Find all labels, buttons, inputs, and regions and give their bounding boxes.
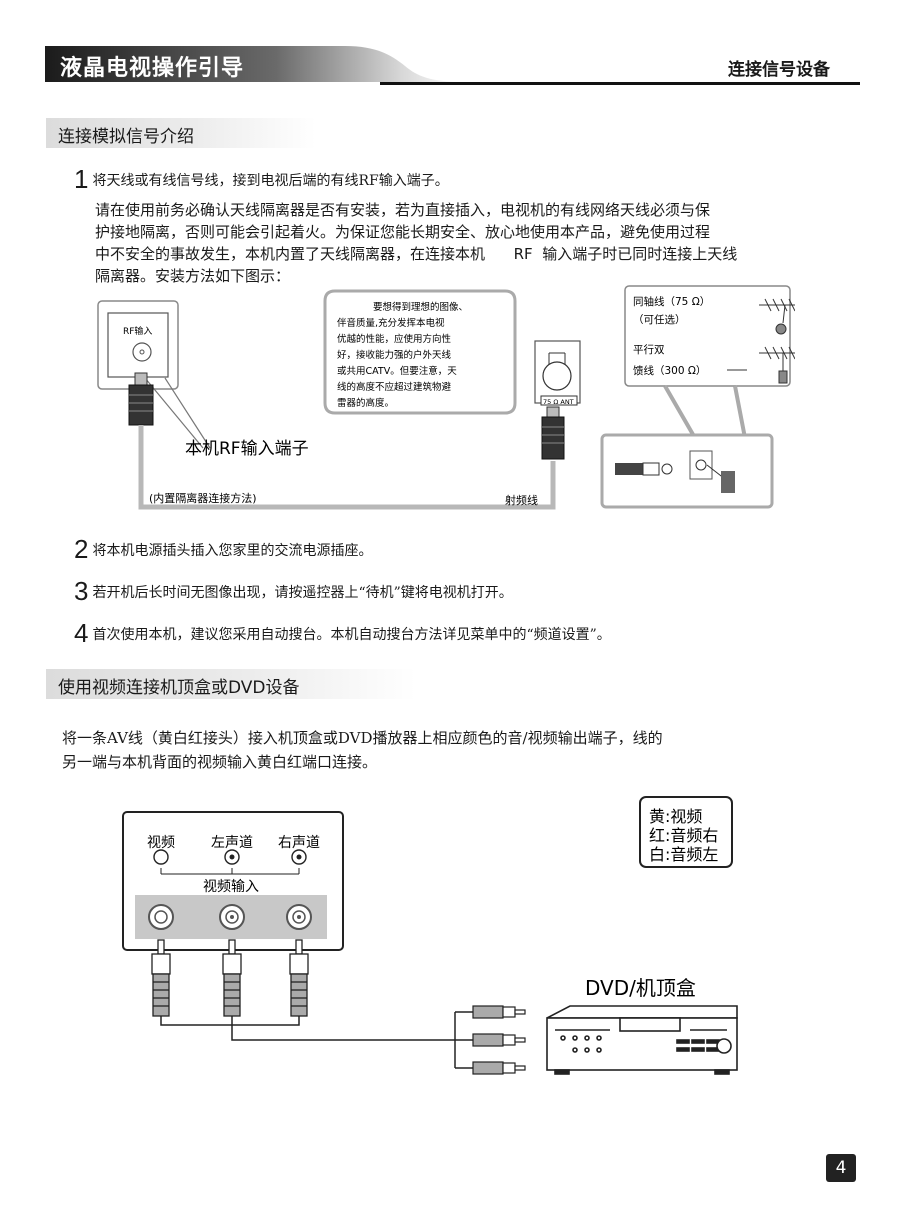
page-header-title: 液晶电视操作引导 — [60, 56, 245, 81]
antenna-wall-plate — [534, 340, 581, 404]
step-text: 若开机后长时间无图像出现，请按遥控器上“待机”键将电视机打开。 — [92, 585, 513, 601]
color-legend-box — [639, 796, 733, 868]
tip-line: 要想得到理想的图像、 — [373, 301, 468, 313]
step-text: 首次使用本机，建议您采用自动搜台。本机自动搜台方法详见菜单中的“频道设置”。 — [92, 627, 611, 643]
paragraph-line: 将一条AV线（黄白红接头）接入机顶盒或DVD播放器上相应颜色的音/视频输出端子，… — [62, 729, 663, 747]
antenna-icon — [759, 346, 795, 384]
antenna-icon — [759, 298, 795, 335]
header-rule — [380, 82, 860, 85]
step-text: 将天线或有线信号线，接到电视后端的有线RF输入端子。 — [92, 173, 449, 189]
section-title-text: 连接模拟信号介绍 — [58, 127, 194, 147]
rf-port-caption: 本机RF输入端子 — [185, 439, 309, 459]
left-audio-label: 左声道 — [211, 835, 253, 851]
rca-plug-icon — [289, 939, 309, 1017]
cable-caption: 射频线 — [505, 493, 538, 507]
builtin-isolator-caption: (内置隔离器连接方法) — [149, 491, 257, 505]
page-header-section: 连接信号设备 — [728, 60, 830, 80]
rf-cable — [138, 425, 556, 510]
tip-line: 好，接收能力强的户外天线 — [337, 349, 452, 361]
dvd-player-icon — [546, 1005, 738, 1075]
step-number: 3 — [74, 576, 89, 606]
coax-label: 同轴线（75 Ω） — [633, 295, 710, 308]
parallel-label: 平行双 — [633, 343, 665, 356]
header-banner — [45, 46, 465, 82]
adapter-icon — [721, 471, 735, 493]
rca-plug-icon — [151, 939, 171, 1017]
paragraph-line: 另一端与本机背面的视频输入黄白红端口连接。 — [62, 753, 378, 771]
connector-icon — [615, 463, 643, 475]
dvd-device-label: DVD/机顶盒 — [585, 976, 696, 1000]
legend-white: 白:音频左 — [649, 845, 718, 864]
tip-line: 优越的性能，应使用方向性 — [337, 333, 452, 345]
antenna-plug-icon — [541, 416, 565, 460]
rca-jack-icon — [219, 904, 245, 930]
tip-line: 或共用CATV。但要注意，天 — [337, 365, 457, 377]
page-number: 4 — [826, 1154, 856, 1182]
feeder-label: 馈线（300 Ω） — [633, 364, 706, 377]
tip-bubble — [323, 289, 517, 415]
optional-label: （可任选） — [633, 313, 686, 326]
section-title-text: 使用视频连接机顶盒或DVD设备 — [58, 678, 300, 698]
rca-jack-icon — [148, 904, 174, 930]
ant-plate-label: 75 Ω ANT — [543, 398, 574, 406]
video-port-label: 视频 — [147, 835, 175, 851]
rca-jack-icon — [286, 904, 312, 930]
av-paragraph: 将一条AV线（黄白红接头）接入机顶盒或DVD播放器上相应颜色的音/视频输出端子，… — [62, 726, 663, 774]
paragraph-line: 请在使用前务必确认天线隔离器是否有安装，若为直接插入，电视机的有线网络天线必须与… — [95, 201, 711, 219]
wall-socket-icon — [689, 450, 713, 480]
paragraph-line: 护接地隔离，否则可能会引起着火。为保证您能长期安全、放心地使用本产品，避免使用过… — [95, 223, 711, 241]
paragraph-line: 中不安全的事故发生，本机内置了天线隔离器，在连接本机 RF 输入端子时已同时连接… — [95, 245, 738, 263]
rca-plug-icon — [222, 939, 242, 1017]
rca-plug-icon — [472, 1005, 526, 1019]
step-number: 2 — [74, 534, 89, 564]
tip-line: 线的高度不应超过建筑物避 — [337, 381, 452, 393]
tip-line: 伴音质量,充分发挥本电视 — [337, 317, 445, 329]
legend-red: 红:音频右 — [649, 826, 718, 845]
rf-plug-icon — [128, 384, 154, 426]
av-cable — [160, 1011, 473, 1069]
rca-plug-icon — [472, 1033, 526, 1047]
section-title-analog: 连接模拟信号介绍 — [46, 118, 316, 148]
rf-input-label: RF输入 — [123, 325, 152, 337]
safety-paragraph: 请在使用前务必确认天线隔离器是否有安装，若为直接插入，电视机的有线网络天线必须与… — [95, 199, 815, 287]
rf-connection-diagram: RF输入 本机RF输入端子 (内置隔离器连接方法) 射频线 要想得到理想的图像、… — [97, 285, 795, 510]
section-title-video: 使用视频连接机顶盒或DVD设备 — [46, 669, 416, 699]
rf-socket-icon — [132, 342, 152, 362]
step-text: 将本机电源插头插入您家里的交流电源插座。 — [92, 543, 373, 559]
av-connection-diagram: 视频 左声道 右声道 视频输入 — [122, 796, 738, 1075]
rca-plug-icon — [472, 1061, 526, 1075]
paragraph-line: 隔离器。安装方法如下图示： — [95, 267, 291, 285]
step-number: 4 — [74, 618, 89, 648]
video-input-label: 视频输入 — [203, 879, 259, 895]
right-audio-label: 右声道 — [278, 835, 320, 851]
legend-yellow: 黄:视频 — [649, 807, 702, 826]
tip-line: 雷器的高度。 — [337, 397, 394, 409]
step-number: 1 — [74, 164, 89, 194]
antenna-options-box — [624, 285, 791, 387]
